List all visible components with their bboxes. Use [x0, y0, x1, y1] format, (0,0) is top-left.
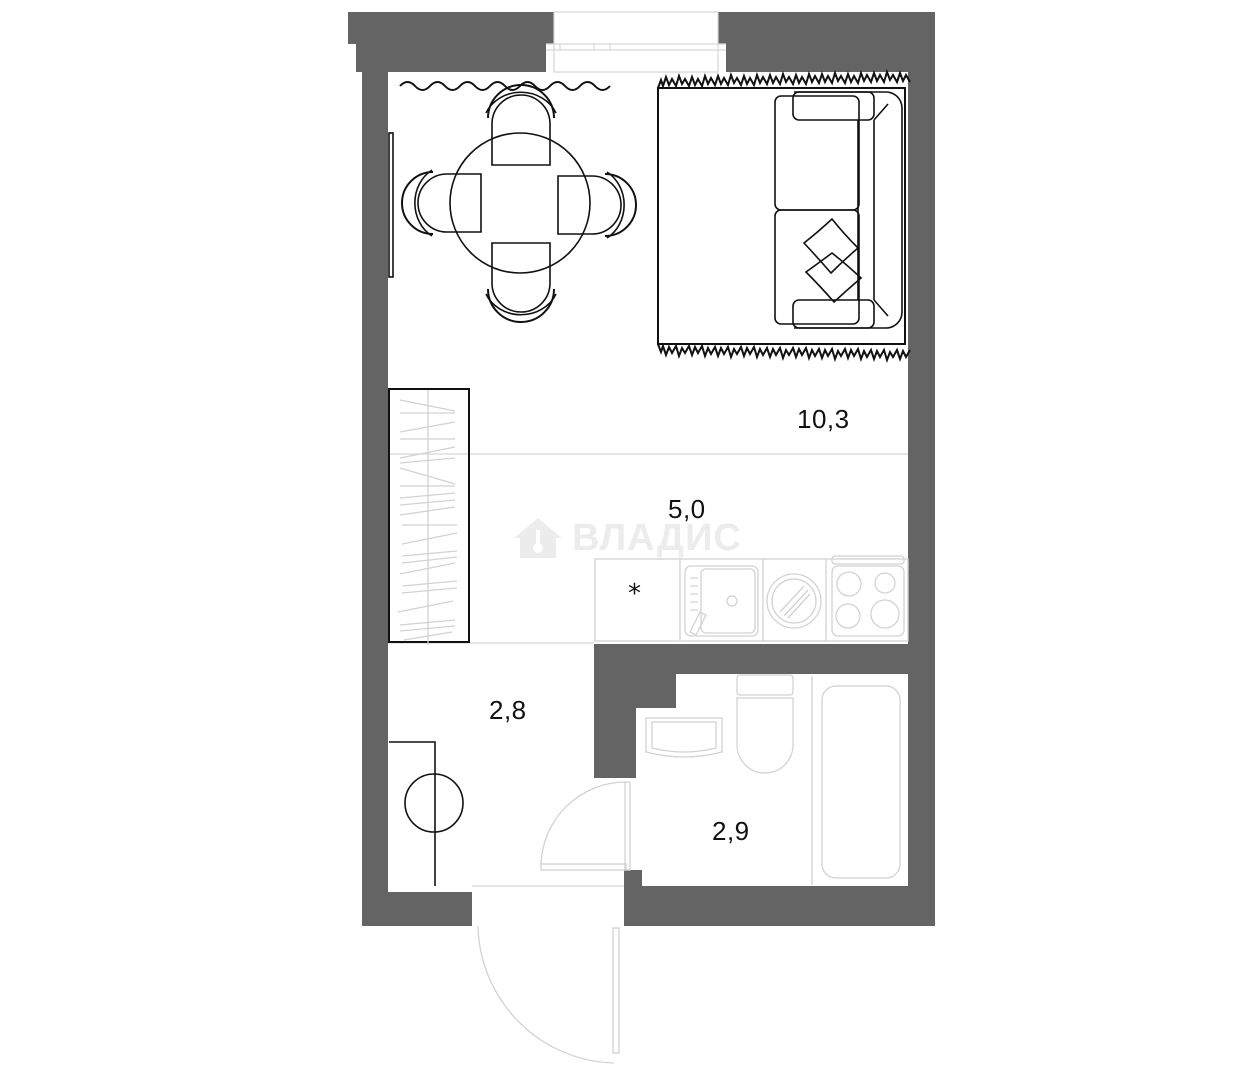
dining-table-icon [401, 84, 637, 323]
hallway-area: 2,8 [489, 695, 527, 725]
kitchen-note-marker: * [628, 579, 641, 609]
window-top [546, 11, 726, 73]
wardrobe-icon [388, 388, 470, 645]
watermark-text: ВЛАДИС [572, 516, 742, 559]
bathroom-area: 2,9 [712, 816, 750, 846]
washing-machine-icon [389, 741, 464, 886]
watermark: ВЛАДИС [512, 516, 742, 560]
bathtub-icon [811, 676, 901, 885]
house-key-icon [514, 518, 562, 558]
rug-icon [657, 68, 911, 364]
curtain-icon [399, 81, 611, 91]
bathroom-door [540, 781, 631, 871]
radiator-icon [388, 132, 394, 278]
dishwasher-icon [766, 573, 822, 629]
kitchen-counter [594, 555, 909, 642]
kitchen-area: 5,0 [668, 494, 706, 524]
stove-icon [831, 565, 905, 637]
bathroom-sink-icon [645, 717, 723, 758]
living-room-area: 10,3 [797, 404, 850, 434]
walls [348, 12, 935, 926]
toilet-icon [736, 674, 794, 774]
sofa-icon [774, 91, 903, 329]
sink-icon [684, 565, 759, 637]
entrance-door [477, 925, 620, 1064]
